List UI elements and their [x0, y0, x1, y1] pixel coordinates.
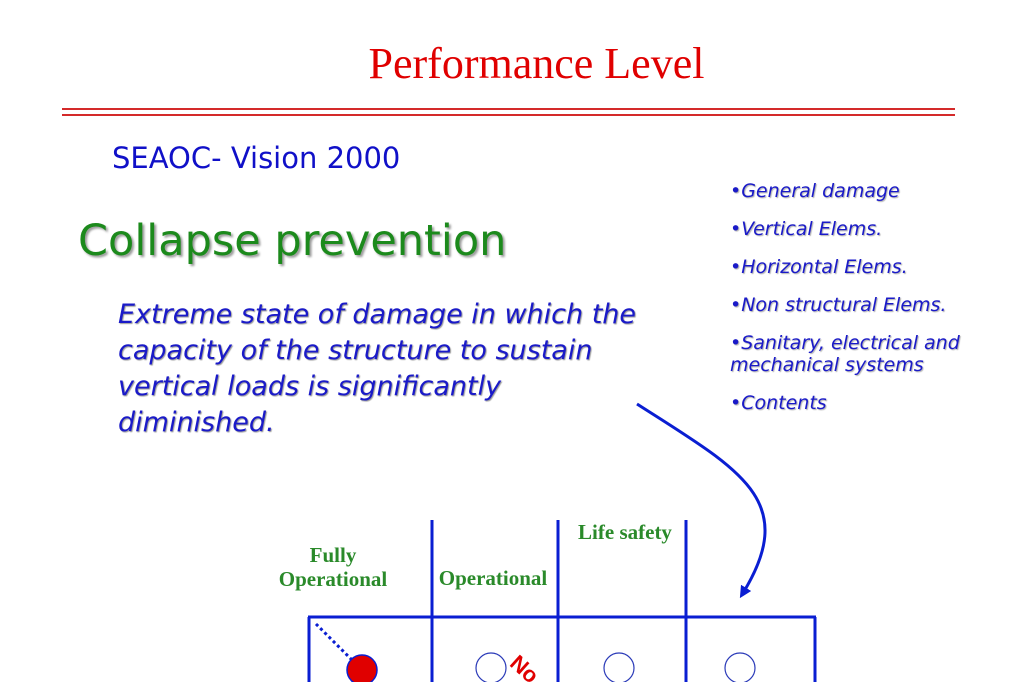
marker-empty — [724, 652, 756, 682]
section-heading: Collapse prevention — [78, 216, 507, 266]
subtitle: SEAOC- Vision 2000 — [112, 141, 401, 175]
bullet-item: •General damage — [730, 180, 900, 202]
description-text: Extreme state of damage in which the cap… — [118, 299, 637, 438]
curved-arrow — [636, 402, 767, 599]
bullet-item: •Sanitary, electrical and mechanical sys… — [730, 332, 960, 376]
bullet-item: •Contents — [730, 392, 827, 414]
bullet-item: •Horizontal Elems. — [730, 256, 908, 278]
dotted-diagonal — [314, 622, 358, 666]
column-label-operational: Operational — [438, 566, 548, 590]
column-label-fully-operational: Fully Operational — [278, 543, 388, 591]
marker-filled — [346, 654, 378, 682]
bullet-item: •Vertical Elems. — [730, 218, 883, 240]
title-rule-top — [62, 108, 955, 110]
marker-empty — [603, 652, 635, 682]
bullet-item: •Non structural Elems. — [730, 294, 947, 316]
bullet-list: •General damage •Vertical Elems. •Horizo… — [730, 180, 1020, 430]
title-rule-bottom — [62, 114, 955, 116]
marker-empty — [475, 652, 507, 682]
column-label-life-safety: Life safety — [578, 520, 672, 544]
slide-title: Performance Level — [368, 39, 705, 88]
